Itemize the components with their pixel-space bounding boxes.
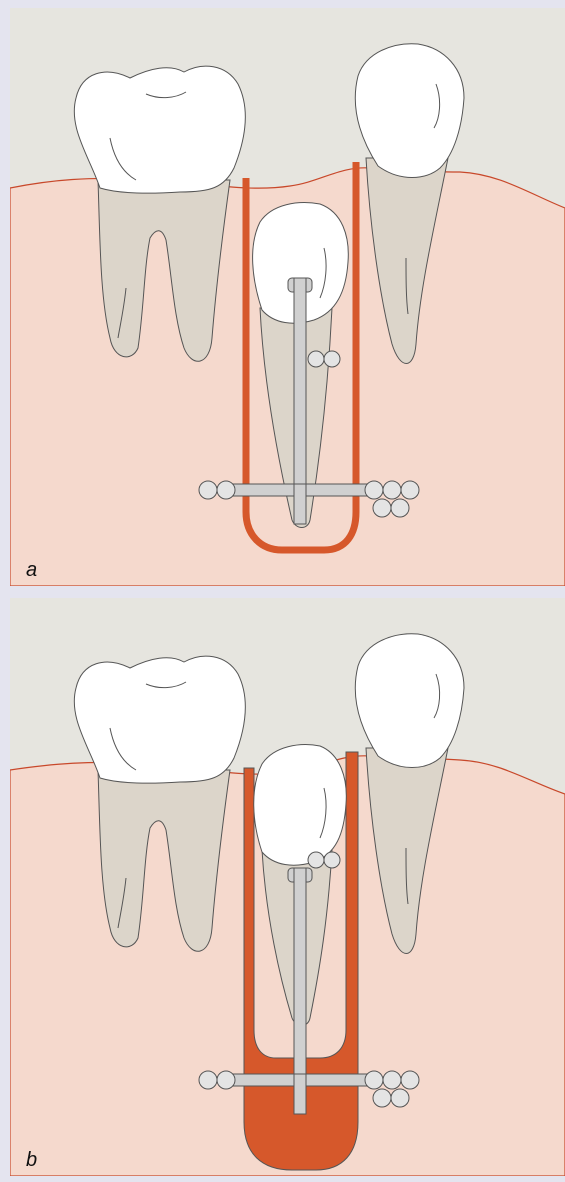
panel-label-b: b	[26, 1149, 37, 1172]
panel-a: a	[10, 8, 565, 586]
illustration-b	[10, 598, 565, 1176]
panel-b: b	[10, 598, 565, 1176]
panel-label-a: a	[26, 559, 37, 582]
illustration-a	[10, 8, 565, 586]
